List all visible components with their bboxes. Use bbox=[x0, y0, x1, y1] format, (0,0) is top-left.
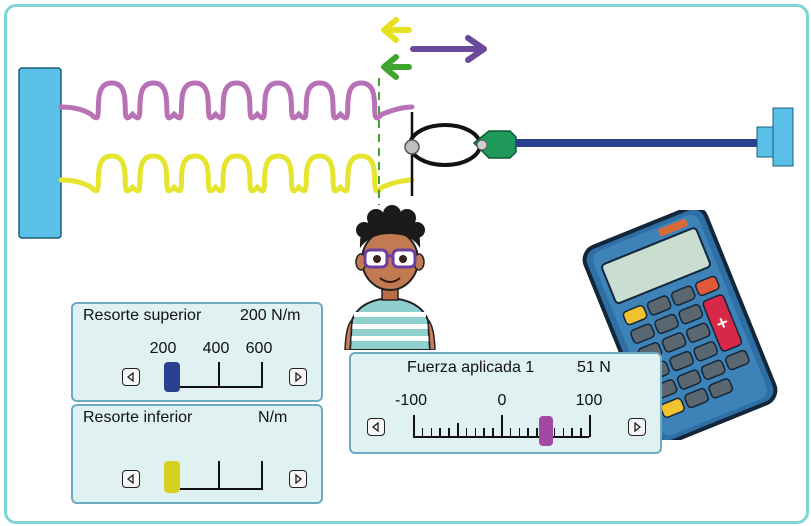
applied-force-slider-tick bbox=[571, 428, 573, 437]
upper-spring-value: 200 N/m bbox=[240, 307, 301, 324]
character-illustration bbox=[344, 205, 436, 350]
applied-force-slider-tick bbox=[580, 428, 582, 437]
applied-force-value: 51 N bbox=[577, 359, 611, 376]
applied-force-slider-thumb[interactable] bbox=[538, 416, 553, 446]
applied-force-slider-tick bbox=[527, 428, 529, 437]
applied-force-decrease-button[interactable] bbox=[367, 418, 385, 436]
applied-force-increase-button[interactable] bbox=[628, 418, 646, 436]
pull-rod[interactable] bbox=[516, 139, 757, 147]
applied-force-slider-tick bbox=[448, 428, 450, 437]
left-arrow-icon bbox=[126, 372, 134, 382]
hook-pin bbox=[404, 139, 420, 155]
applied-force-slider-tick bbox=[413, 415, 415, 437]
upper-spring-tick-label: 400 bbox=[202, 340, 230, 357]
calculator-icon[interactable] bbox=[575, 210, 785, 440]
applied-force-slider-tick bbox=[492, 428, 494, 437]
left-arrow-icon bbox=[371, 422, 379, 432]
applied-force-slider-tick bbox=[562, 428, 565, 437]
applied-force-slider-tick bbox=[501, 415, 503, 437]
applied-force-slider-tick bbox=[474, 428, 477, 437]
upper-spring-decrease-button[interactable] bbox=[122, 368, 140, 386]
upper-spring-panel: Resorte superior 200 N/m 200 400 600 bbox=[71, 302, 323, 402]
left-wall bbox=[18, 67, 62, 239]
lower-spring-panel: Resorte inferior N/m bbox=[71, 404, 323, 504]
lower-spring-slider-track[interactable] bbox=[172, 488, 263, 490]
lower-spring-increase-button[interactable] bbox=[289, 470, 307, 488]
upper-spring-coil bbox=[58, 80, 415, 120]
applied-force-slider-tick bbox=[483, 428, 485, 437]
upper-spring-tick-label: 200 bbox=[149, 340, 177, 357]
clamp-pin bbox=[476, 139, 488, 151]
purple-force-arrow bbox=[410, 35, 487, 63]
lower-spring-slider-tick bbox=[261, 461, 263, 489]
applied-force-slider-tick bbox=[509, 428, 512, 437]
yellow-force-arrow bbox=[381, 17, 412, 43]
applied-force-tick-label: 0 bbox=[497, 392, 507, 409]
upper-spring-increase-button[interactable] bbox=[289, 368, 307, 386]
applied-force-slider-tick bbox=[430, 428, 433, 437]
applied-force-tick-label: 100 bbox=[575, 392, 603, 409]
applied-force-title: Fuerza aplicada 1 bbox=[407, 359, 535, 376]
lower-spring-slider-tick bbox=[218, 461, 220, 489]
upper-spring-slider-track[interactable] bbox=[172, 386, 263, 388]
applied-force-slider-tick bbox=[465, 428, 468, 437]
right-wall bbox=[772, 107, 794, 167]
lower-spring-value: N/m bbox=[258, 409, 288, 426]
right-arrow-icon bbox=[634, 422, 642, 432]
right-arrow-icon bbox=[295, 474, 303, 484]
lower-spring-slider-thumb[interactable] bbox=[164, 461, 180, 493]
left-arrow-icon bbox=[126, 474, 134, 484]
upper-spring-slider-thumb[interactable] bbox=[164, 362, 180, 392]
lower-spring-decrease-button[interactable] bbox=[122, 470, 140, 488]
upper-spring-slider-tick bbox=[218, 362, 220, 387]
upper-spring-tick-label: 600 bbox=[245, 340, 273, 357]
upper-spring-slider-tick bbox=[261, 362, 263, 387]
right-arrow-icon bbox=[295, 372, 303, 382]
lower-spring-title: Resorte inferior bbox=[83, 409, 193, 426]
applied-force-slider-tick bbox=[536, 428, 538, 437]
right-wall-mount bbox=[756, 126, 776, 158]
hook-loop bbox=[408, 123, 482, 167]
applied-force-slider-tick bbox=[518, 428, 521, 437]
upper-spring-title: Resorte superior bbox=[83, 307, 202, 324]
applied-force-slider-tick bbox=[457, 423, 459, 437]
applied-force-slider-tick bbox=[439, 428, 441, 437]
applied-force-slider-tick bbox=[553, 428, 556, 437]
lower-spring-coil bbox=[58, 153, 415, 193]
applied-force-slider-tick bbox=[421, 428, 424, 437]
applied-force-slider-tick bbox=[589, 415, 591, 437]
applied-force-tick-label: -100 bbox=[394, 392, 428, 409]
applied-force-panel: Fuerza aplicada 1 51 N -100 0 100 bbox=[349, 352, 662, 454]
green-force-arrow bbox=[381, 54, 412, 80]
